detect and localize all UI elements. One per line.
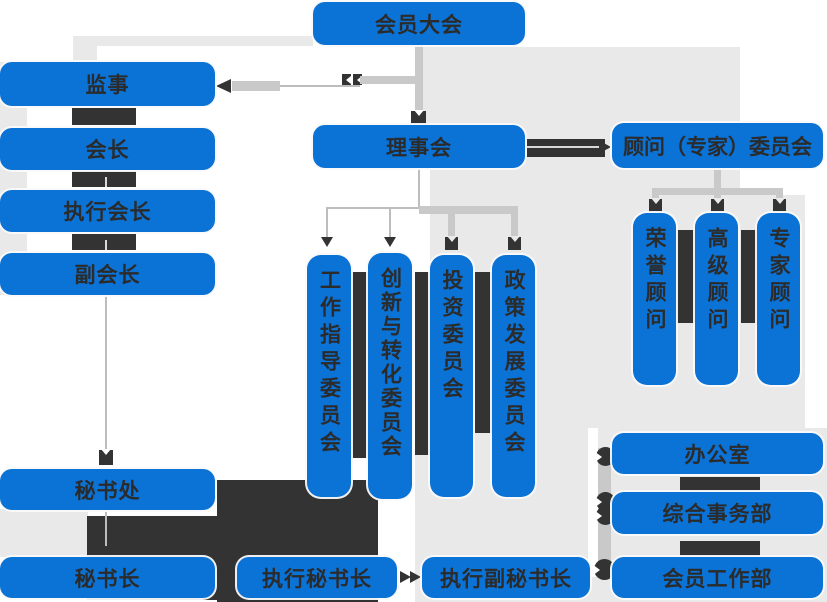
arrow-right-icon [600, 141, 611, 153]
arrow-down-icon [321, 237, 333, 247]
arrow-down-icon [649, 199, 662, 212]
connector-office-affairs [680, 477, 760, 491]
org-node-member-congress: 会员大会 [313, 2, 525, 45]
org-node-work-guidance-committee: 工作指导委员会 [307, 255, 351, 497]
chevron-icon [342, 74, 351, 85]
bg-white-strip [588, 428, 598, 577]
connector-vp-secretariat [105, 295, 107, 450]
connector-supervisor-president [72, 108, 136, 125]
org-node-secretariat: 秘书处 [0, 469, 215, 510]
org-node-executive-secretary-general: 执行秘书长 [237, 557, 397, 598]
bg-dark-strip-advisor-2 [741, 230, 761, 323]
arrow-left-icon [216, 79, 231, 93]
org-node-policy-development-committee: 政策发展委员会 [492, 255, 535, 497]
arrow-right-icon [410, 571, 421, 583]
org-node-executive-deputy-secretary-general: 执行副秘书长 [422, 557, 590, 598]
org-node-executive-president: 执行会长 [0, 190, 215, 232]
org-node-expert-advisor: 专家顾问 [757, 213, 800, 385]
chevron-icon [353, 74, 362, 85]
org-node-office: 办公室 [612, 433, 823, 474]
bg-dark-strip-advisor-1 [677, 230, 697, 323]
connector-drop-4 [511, 214, 518, 237]
bg-top-strip [73, 36, 313, 46]
arrow-down-icon [445, 237, 458, 250]
org-node-president: 会长 [0, 128, 215, 170]
org-node-secretary-general: 秘书长 [0, 557, 215, 598]
arrow-down-icon [411, 111, 426, 124]
connector-fork-left [326, 207, 419, 209]
arrow-down-icon [100, 546, 110, 553]
org-node-advisor-committee: 顾问（专家）委员会 [612, 123, 823, 168]
connector-advisor-down [714, 168, 721, 190]
bg-dark-strip-1 [351, 272, 369, 458]
connector-fork-right [419, 206, 518, 214]
connector-congress-down [415, 45, 423, 115]
org-node-honorary-advisor: 荣誉顾问 [633, 213, 676, 385]
org-node-general-affairs-dept: 综合事务部 [612, 492, 823, 534]
arrow-right-icon [596, 447, 615, 466]
connector-supervisor-seg [232, 81, 280, 91]
arrow-down-icon [773, 199, 786, 212]
org-node-investment-committee: 投资委员会 [430, 255, 473, 497]
connector-secretariat-sg [105, 510, 107, 550]
connector-drop-1 [326, 207, 328, 237]
bg-dark-strip-2 [415, 272, 433, 455]
connector-execpresident-vicepresident [72, 234, 136, 250]
arrow-down-icon [384, 237, 396, 247]
arrow-right-icon [594, 559, 615, 580]
arrow-down-icon [99, 450, 113, 465]
connector-president-execpresident [72, 171, 136, 187]
org-node-council: 理事会 [313, 125, 525, 168]
connector-advisor-fork [652, 188, 783, 195]
org-node-supervisor: 监事 [0, 62, 215, 106]
arrow-right-icon [400, 571, 411, 583]
org-node-senior-advisor: 高级顾问 [695, 213, 738, 385]
bg-dark-strip-3 [475, 272, 493, 433]
org-node-innovation-transformation-committee: 创新与转化委员会 [368, 253, 412, 499]
bg-bottom-left [0, 509, 88, 557]
connector-drop-3 [448, 214, 455, 237]
arrow-down-icon [711, 199, 724, 212]
arrow-right-icon [596, 506, 615, 525]
org-node-vice-president: 副会长 [0, 253, 215, 295]
connector-supervisor-seg2 [360, 76, 419, 84]
connector-affairs-membership [680, 541, 760, 556]
connector-council-advisor [527, 139, 605, 157]
arrow-down-icon [508, 237, 521, 250]
org-node-membership-dept: 会员工作部 [612, 557, 823, 598]
connector-supervisor-line [280, 85, 360, 87]
bg-top-block [73, 36, 97, 63]
connector-council-down [418, 168, 420, 208]
connector-drop-2 [389, 207, 391, 237]
